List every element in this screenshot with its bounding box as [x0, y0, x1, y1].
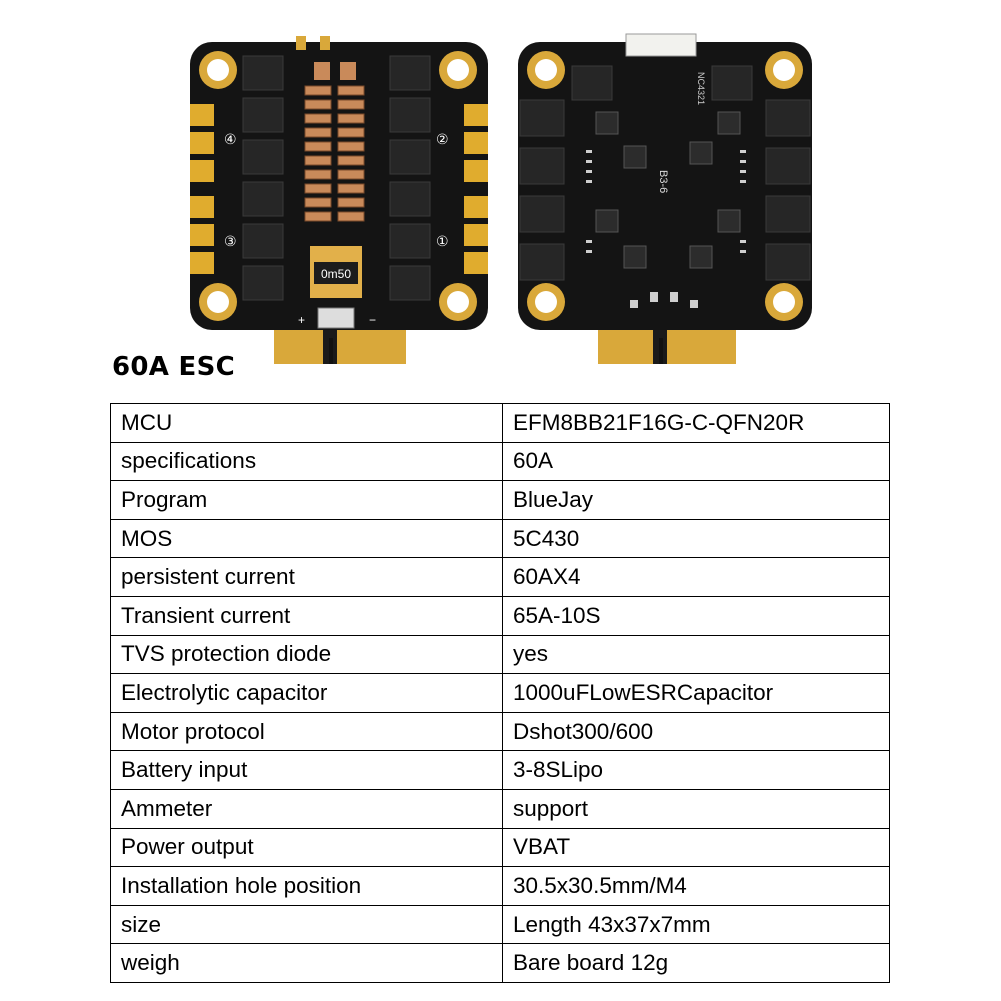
spec-label-cell: Transient current [110, 595, 503, 636]
back-marking: B3-6 [657, 170, 669, 193]
spec-value-cell: 1000uFLowESRCapacitor [502, 673, 890, 713]
spec-label-cell: Program [110, 480, 503, 520]
shunt-label: 0m50 [321, 267, 351, 281]
motor-4-marking: ④ [224, 132, 237, 148]
spec-value-cell: Dshot300/600 [502, 711, 890, 752]
esc-board-back: NC4321 [518, 33, 812, 364]
spec-value-cell: 5C430 [502, 518, 890, 559]
spec-value-cell: 60A [502, 441, 890, 482]
minus-marking: − [369, 313, 376, 327]
spec-value-cell: BlueJay [502, 480, 890, 520]
spec-label-cell: Power output [110, 827, 503, 868]
spec-label-cell: persistent current [110, 557, 503, 597]
esc-board-photos: 0m50 + − ④ ② ③ ① NC4321 [190, 33, 812, 364]
spec-label-cell: weigh [110, 943, 503, 983]
spec-label-cell: MCU [110, 403, 503, 443]
spec-value-cell: 60AX4 [502, 557, 890, 597]
motor-1-marking: ① [436, 234, 449, 250]
spec-value-cell: support [502, 788, 890, 829]
spec-label-cell: size [110, 904, 503, 945]
spec-label-cell: MOS [110, 518, 503, 559]
spec-label-cell: TVS protection diode [110, 634, 503, 675]
spec-label-cell: Ammeter [110, 788, 503, 829]
spec-value-cell: Bare board 12g [502, 943, 890, 983]
spec-label-cell: Installation hole position [110, 866, 503, 906]
spec-value-cell: yes [502, 634, 890, 675]
spec-label-cell: Motor protocol [110, 711, 503, 752]
motor-2-marking: ② [436, 132, 449, 148]
esc-board-front: 0m50 + − ④ ② ③ ① [190, 36, 488, 364]
spec-label-cell: Electrolytic capacitor [110, 673, 503, 713]
spec-value-cell: EFM8BB21F16G-C-QFN20R [502, 403, 890, 443]
page-title: 60A ESC [112, 352, 236, 382]
connector-marking: NC4321 [696, 72, 706, 105]
spec-value-cell: VBAT [502, 827, 890, 868]
spec-value-cell: Length 43x37x7mm [502, 904, 890, 945]
plus-marking: + [298, 313, 305, 327]
spec-value-cell: 3-8SLipo [502, 750, 890, 790]
motor-3-marking: ③ [224, 234, 237, 250]
spec-label-cell: Battery input [110, 750, 503, 790]
spec-label-cell: specifications [110, 441, 503, 482]
spec-value-cell: 65A-10S [502, 595, 890, 636]
spec-value-cell: 30.5x30.5mm/M4 [502, 866, 890, 906]
